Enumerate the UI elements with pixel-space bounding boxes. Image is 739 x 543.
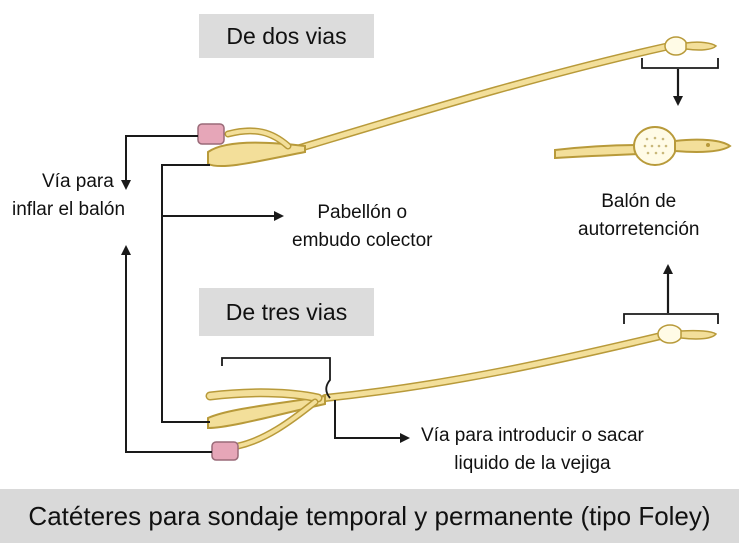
inflate-port-label-line1: Vía para	[42, 171, 114, 192]
inflate-port-arrow	[121, 135, 198, 190]
two-way-inflation-valve	[197, 123, 225, 145]
figure-caption: Catéteres para sondaje temporal y perman…	[0, 489, 739, 543]
balloon-label-line2: autorretención	[578, 219, 700, 240]
irrigation-label-line1: Vía para introducir o sacar	[421, 425, 644, 446]
three-way-inflate-arrow	[121, 245, 212, 453]
irrigation-label: Vía para introducir o sacar liquido de l…	[421, 422, 644, 478]
collector-label-line1: Pabellón o	[317, 202, 408, 223]
two-way-catheter	[197, 36, 718, 168]
collector-label-line2: embudo colector	[292, 230, 433, 251]
inflate-port-label: Vía para inflar el balón	[12, 168, 125, 224]
balloon-detail	[554, 126, 732, 166]
three-way-catheter-tip	[680, 329, 718, 340]
three-way-inflation-valve	[211, 441, 239, 461]
three-way-tag: De tres vias	[199, 288, 374, 336]
two-way-catheter-tip	[685, 41, 718, 51]
collector-bracket-line	[161, 164, 210, 423]
two-way-balloon	[664, 36, 688, 56]
irrigation-arrow	[334, 400, 410, 443]
three-way-collector-funnel	[207, 394, 326, 430]
balloon-bracket-bottom	[623, 313, 719, 324]
balloon-label-line1: Balón de	[601, 191, 677, 212]
balloon-enlarged	[633, 126, 677, 166]
two-way-tag: De dos vias	[199, 14, 374, 58]
zoom-bracket-top	[641, 58, 719, 69]
collector-label: Pabellón o embudo colector	[292, 199, 432, 255]
two-way-collector-funnel	[207, 141, 306, 168]
irrigation-label-line2: liquido de la vejiga	[454, 453, 611, 474]
three-way-balloon	[657, 324, 683, 344]
three-way-bracket	[221, 357, 331, 399]
inflate-port-label-line2: inflar el balón	[12, 199, 126, 220]
three-way-catheter	[205, 324, 718, 461]
balloon-label: Balón de autorretención	[578, 188, 699, 244]
